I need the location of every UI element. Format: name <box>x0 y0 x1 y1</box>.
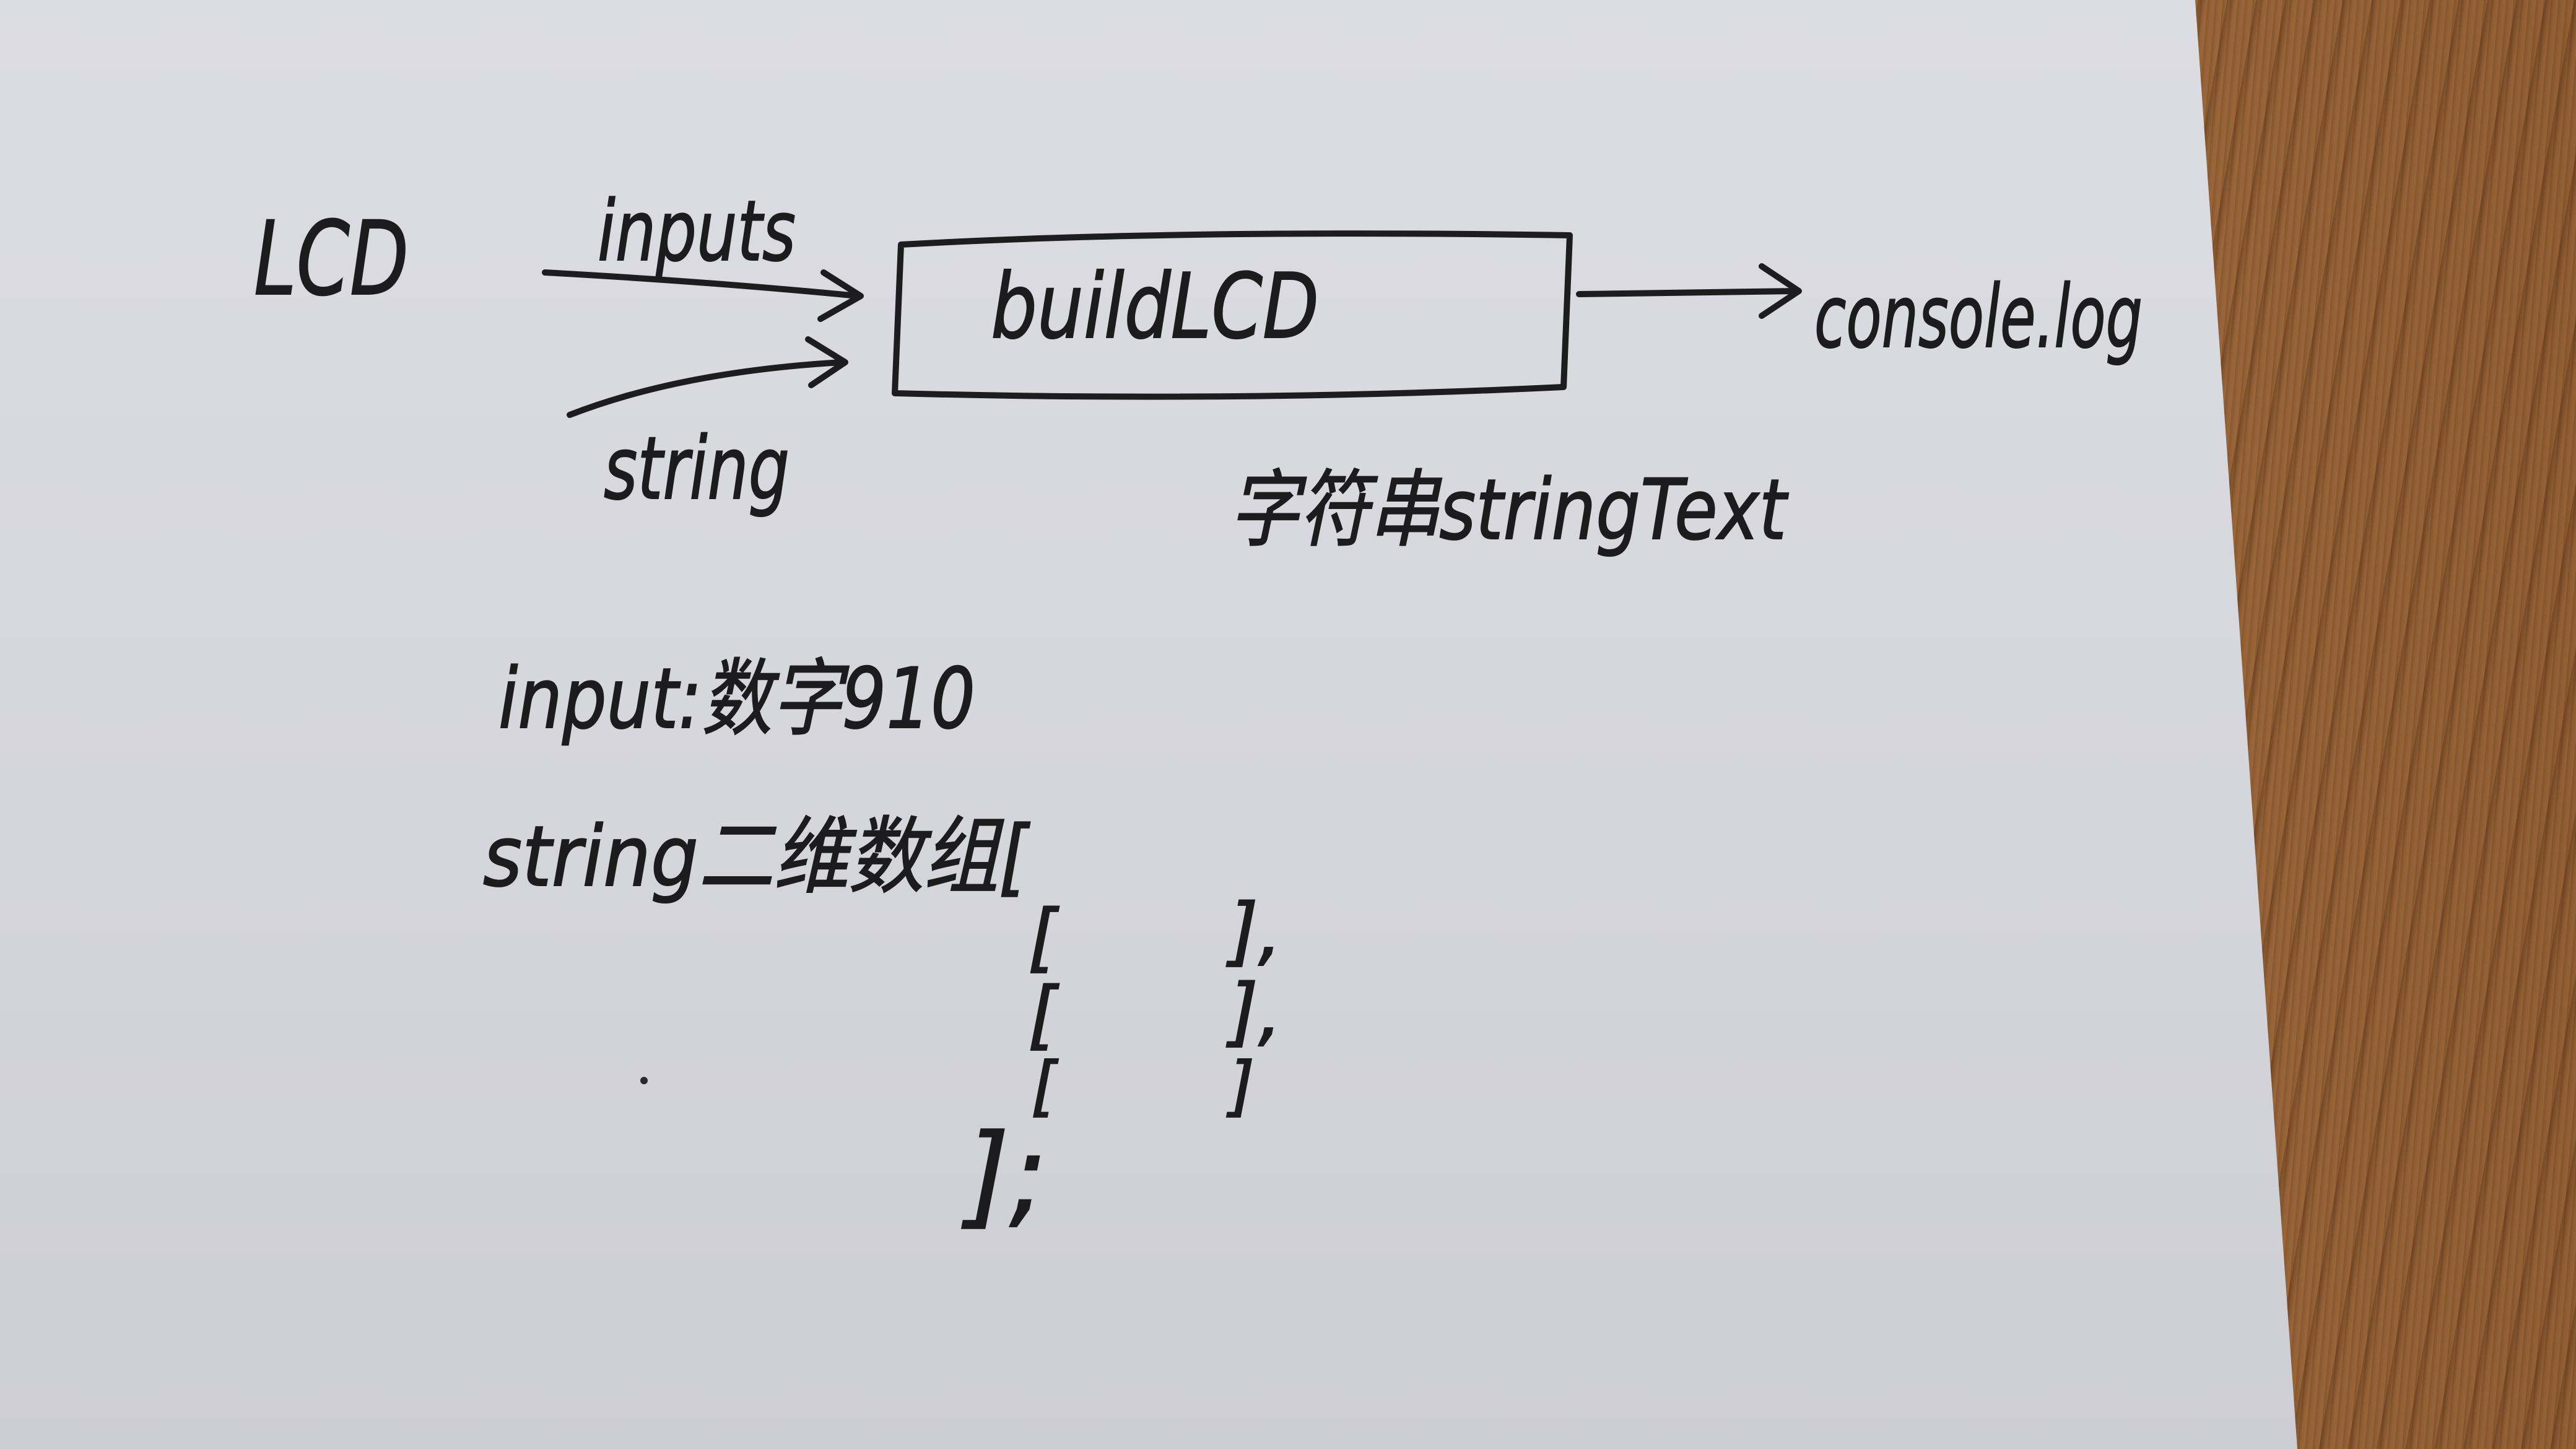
array-row-1-close: ], <box>1226 889 1282 975</box>
buildlcd-label: buildLCD <box>991 255 1319 359</box>
array-row-2-close: ], <box>1226 969 1282 1055</box>
console-log-label: console.log <box>1814 267 2143 368</box>
array-row-3-close: ] <box>1227 1048 1255 1124</box>
array-row-1-open: [ <box>1028 895 1060 981</box>
array-row-2-open: [ <box>1028 972 1060 1058</box>
output-arrow <box>1576 263 1802 319</box>
lcd-label: LCD <box>254 199 409 318</box>
input-note: input:数字910 <box>498 650 975 747</box>
buildlcd-box <box>892 230 1573 400</box>
ink-dot <box>640 1077 648 1084</box>
array-end: ]; <box>962 1111 1047 1240</box>
inputs-arrow <box>542 269 864 322</box>
string-label: string <box>604 419 790 520</box>
box-caption: 字符串stringText <box>1229 461 1789 559</box>
string-note: string二维数组[ <box>483 808 1030 905</box>
string-arrow <box>567 336 848 418</box>
array-row-3-open: [ <box>1031 1048 1059 1124</box>
inputs-label: inputs <box>598 183 796 280</box>
